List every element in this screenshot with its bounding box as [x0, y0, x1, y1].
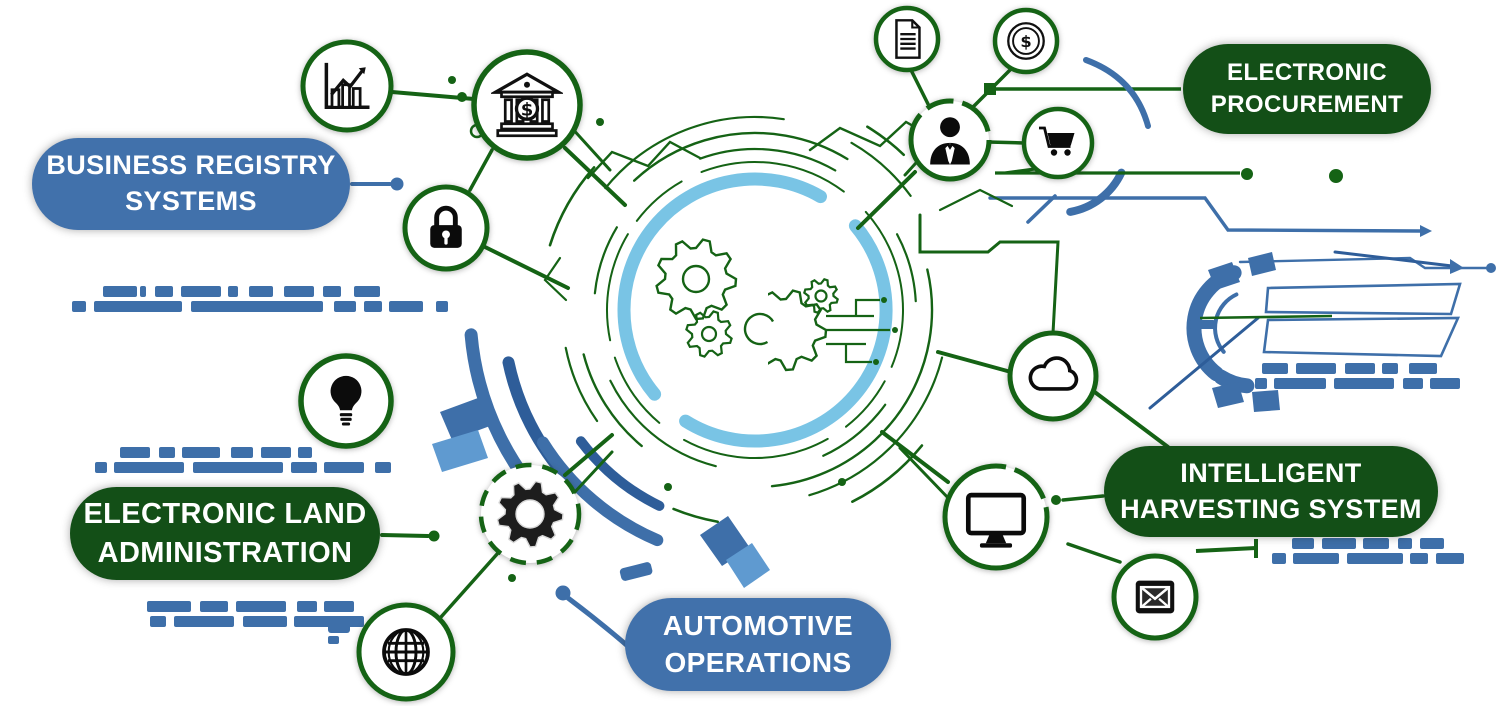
pill-label-line: HARVESTING SYSTEM	[1120, 493, 1422, 524]
pill-business-registry-systems: BUSINESS REGISTRY SYSTEMS	[32, 138, 350, 230]
pill-label-line: INTELLIGENT	[1180, 457, 1362, 488]
pill-electronic-land-administration: ELECTRONIC LAND ADMINISTRATION	[70, 487, 380, 580]
hub-blue-arc-ring	[617, 172, 893, 448]
node-bar-chart	[300, 39, 394, 133]
pill-label-line: BUSINESS REGISTRY	[46, 150, 336, 181]
hub-circuit-rings	[538, 93, 1014, 527]
hud-panels-decoration	[988, 196, 1496, 358]
node-cart	[1021, 106, 1095, 180]
gears-automation-icon	[655, 238, 898, 372]
node-document	[873, 5, 941, 73]
pill-label-line: PROCUREMENT	[1210, 91, 1404, 118]
globe-icon	[382, 628, 430, 676]
node-bank	[471, 49, 583, 161]
pill-electronic-procurement: ELECTRONIC PROCUREMENT	[1183, 44, 1431, 134]
node-bulb	[298, 353, 394, 449]
pill-label-line: AUTOMOTIVE	[662, 609, 854, 641]
central-hub	[538, 93, 1014, 527]
pill-label-line: ELECTRONIC LAND	[83, 498, 367, 531]
pill-label-line: ADMINISTRATION	[97, 536, 353, 569]
pill-label-line: ELECTRONIC	[1227, 59, 1387, 87]
node-person	[908, 98, 992, 182]
pill-label-line: OPERATIONS	[664, 646, 852, 678]
dollar-coin-icon	[1007, 22, 1045, 60]
envelope-icon	[1134, 579, 1176, 615]
icon-nodes	[298, 5, 1199, 702]
node-cloud	[1007, 330, 1099, 422]
gear-icon	[496, 480, 564, 548]
node-lock	[402, 184, 490, 272]
pill-intelligent-harvesting-system: INTELLIGENT HARVESTING SYSTEM	[1104, 446, 1438, 537]
document-icon	[895, 19, 921, 59]
node-monitor	[942, 463, 1050, 571]
pill-automotive-operations: AUTOMOTIVE OPERATIONS	[625, 598, 891, 691]
node-dollar	[992, 7, 1060, 75]
node-globe	[356, 602, 456, 702]
node-envelope	[1111, 553, 1199, 641]
pill-label-line: SYSTEMS	[125, 186, 257, 216]
node-gear	[478, 462, 582, 566]
